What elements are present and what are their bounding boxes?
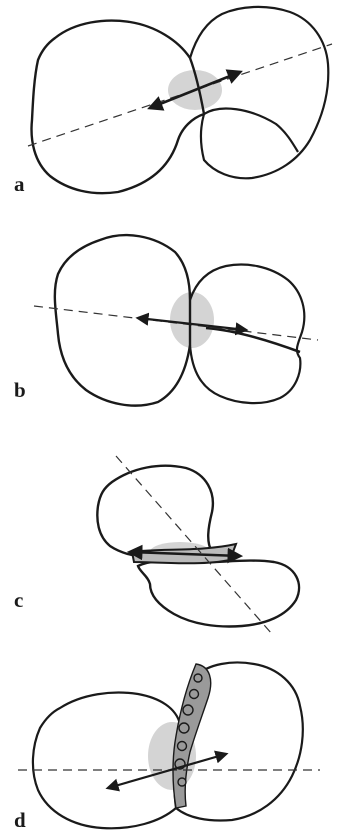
panel-d-diagram [18, 663, 320, 829]
panel-c-diagram [97, 456, 299, 634]
panel-c-label: c [14, 588, 23, 613]
panel-d-gouge-band [173, 664, 211, 808]
panel-b-diagram [34, 235, 318, 405]
panel-d-label: d [14, 808, 26, 833]
panel-b-left-grain [55, 235, 190, 405]
panel-a-diagram [28, 7, 332, 193]
panel-a-label: a [14, 172, 25, 197]
panel-c-lower-grain [138, 561, 299, 627]
panel-a-left-grain [32, 21, 204, 194]
panel-b-label: b [14, 378, 26, 403]
panel-b-grain-boundary [206, 328, 300, 352]
panel-b-contact-zone [170, 292, 214, 348]
